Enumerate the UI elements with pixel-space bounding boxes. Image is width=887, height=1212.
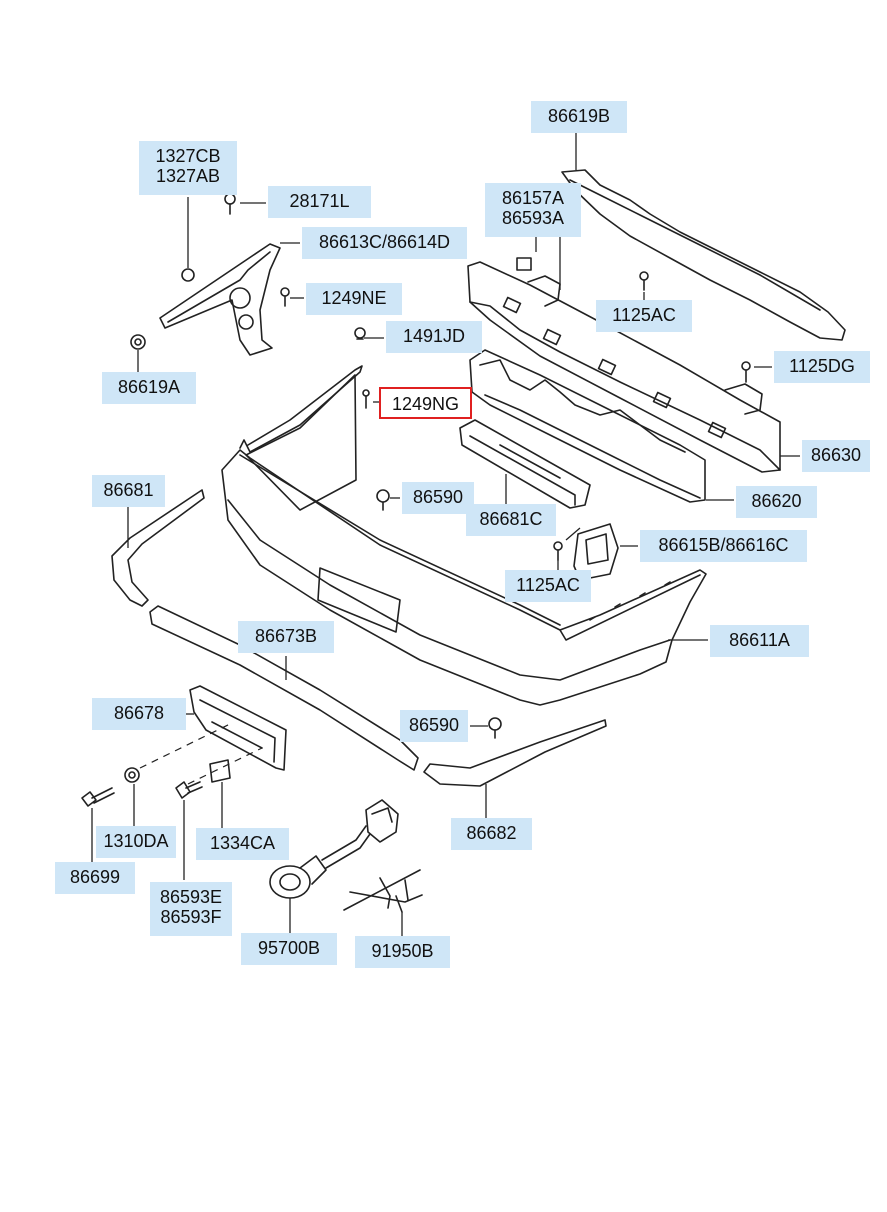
label-1125DG[interactable]: 1125DG [774,351,870,383]
part-number-line: 86157A [501,188,565,208]
part-number-line: 86681 [103,480,154,500]
leader-lines [91,132,800,936]
part-86673B-molding [149,605,419,771]
label-1249NG[interactable]: 1249NG [379,387,472,419]
part-number-line: 28171L [289,191,350,211]
part-number-line: 1125DG [789,356,855,376]
label-86699[interactable]: 86699 [55,862,135,894]
label-28171L[interactable]: 28171L [268,186,371,218]
part-number-line: 86620 [751,491,802,511]
label-86630[interactable]: 86630 [802,440,870,472]
label-86590-top[interactable]: 86590 [402,482,474,514]
label-86673B[interactable]: 86673B [238,621,334,653]
part-86630-beam [467,261,781,473]
part-number-line: 86593E [159,887,223,907]
part-number-line: 1125AC [612,305,676,325]
label-1334CA[interactable]: 1334CA [196,828,289,860]
label-86678[interactable]: 86678 [92,698,186,730]
label-1249NE[interactable]: 1249NE [306,283,402,315]
fasteners [130,193,751,739]
part-number-line: 86682 [466,823,517,843]
part-86620-absorber [469,349,706,503]
part-number-line: 86681C [479,509,543,529]
part-number-line: 86593F [160,907,222,927]
label-1310DA[interactable]: 1310DA [96,826,176,858]
label-86620[interactable]: 86620 [736,486,817,518]
part-86613C-stay [159,243,281,356]
part-number-line: 86630 [810,445,862,465]
part-number-line: 86678 [113,703,165,723]
part-number-line: 86699 [69,867,121,887]
part-number-line: 1125AC [516,575,580,595]
part-95700B-sensor [269,799,399,899]
label-1125AC-low[interactable]: 1125AC [505,570,591,602]
part-number-line: 86593A [501,208,565,228]
part-91950B-wiring [343,869,423,913]
part-number-line: 86611A [729,630,790,650]
part-number-line: 1249NG [391,394,460,414]
lower-fasteners [81,759,231,807]
part-86678-bezel [189,685,287,771]
part-number-line: 86615B/86616C [658,535,789,555]
part-number-line: 95700B [257,938,321,958]
part-number-line: 1327AB [155,166,221,186]
part-number-line: 1334CA [209,833,276,853]
label-86681[interactable]: 86681 [92,475,165,507]
label-95700B[interactable]: 95700B [241,933,337,965]
part-number-line: 86590 [412,487,464,507]
label-1125AC-top[interactable]: 1125AC [596,300,692,332]
label-86611A[interactable]: 86611A [710,625,809,657]
label-86590-low[interactable]: 86590 [400,710,468,742]
label-1491JD[interactable]: 1491JD [386,321,482,353]
part-number-line: 1327CB [155,146,221,166]
part-86619B-strip [561,169,846,341]
label-86681C[interactable]: 86681C [466,504,556,536]
part-number-line: 86673B [254,626,318,646]
part-number-line: 86613C/86614D [318,232,451,252]
part-86681-molding [111,489,205,607]
label-86619B[interactable]: 86619B [531,101,627,133]
part-number-line: 86619A [117,377,181,397]
label-86682[interactable]: 86682 [451,818,532,850]
part-number-line: 91950B [371,941,434,961]
part-86682-molding [423,719,607,787]
part-number-line: 86619B [547,106,611,126]
part-number-line: 1249NE [321,288,387,308]
part-number-line: 1491JD [402,326,466,346]
part-86611A-bumper-cover [221,365,707,706]
part-number-line: 86590 [408,715,460,735]
part-number-line: 1310DA [103,831,169,851]
dashed-assembly-lines [139,723,263,785]
label-86615B-86616C[interactable]: 86615B/86616C [640,530,807,562]
label-91950B[interactable]: 91950B [355,936,450,968]
label-86619A[interactable]: 86619A [102,372,196,404]
label-86613C-86614D[interactable]: 86613C/86614D [302,227,467,259]
part-86681C-bracket [459,419,591,509]
